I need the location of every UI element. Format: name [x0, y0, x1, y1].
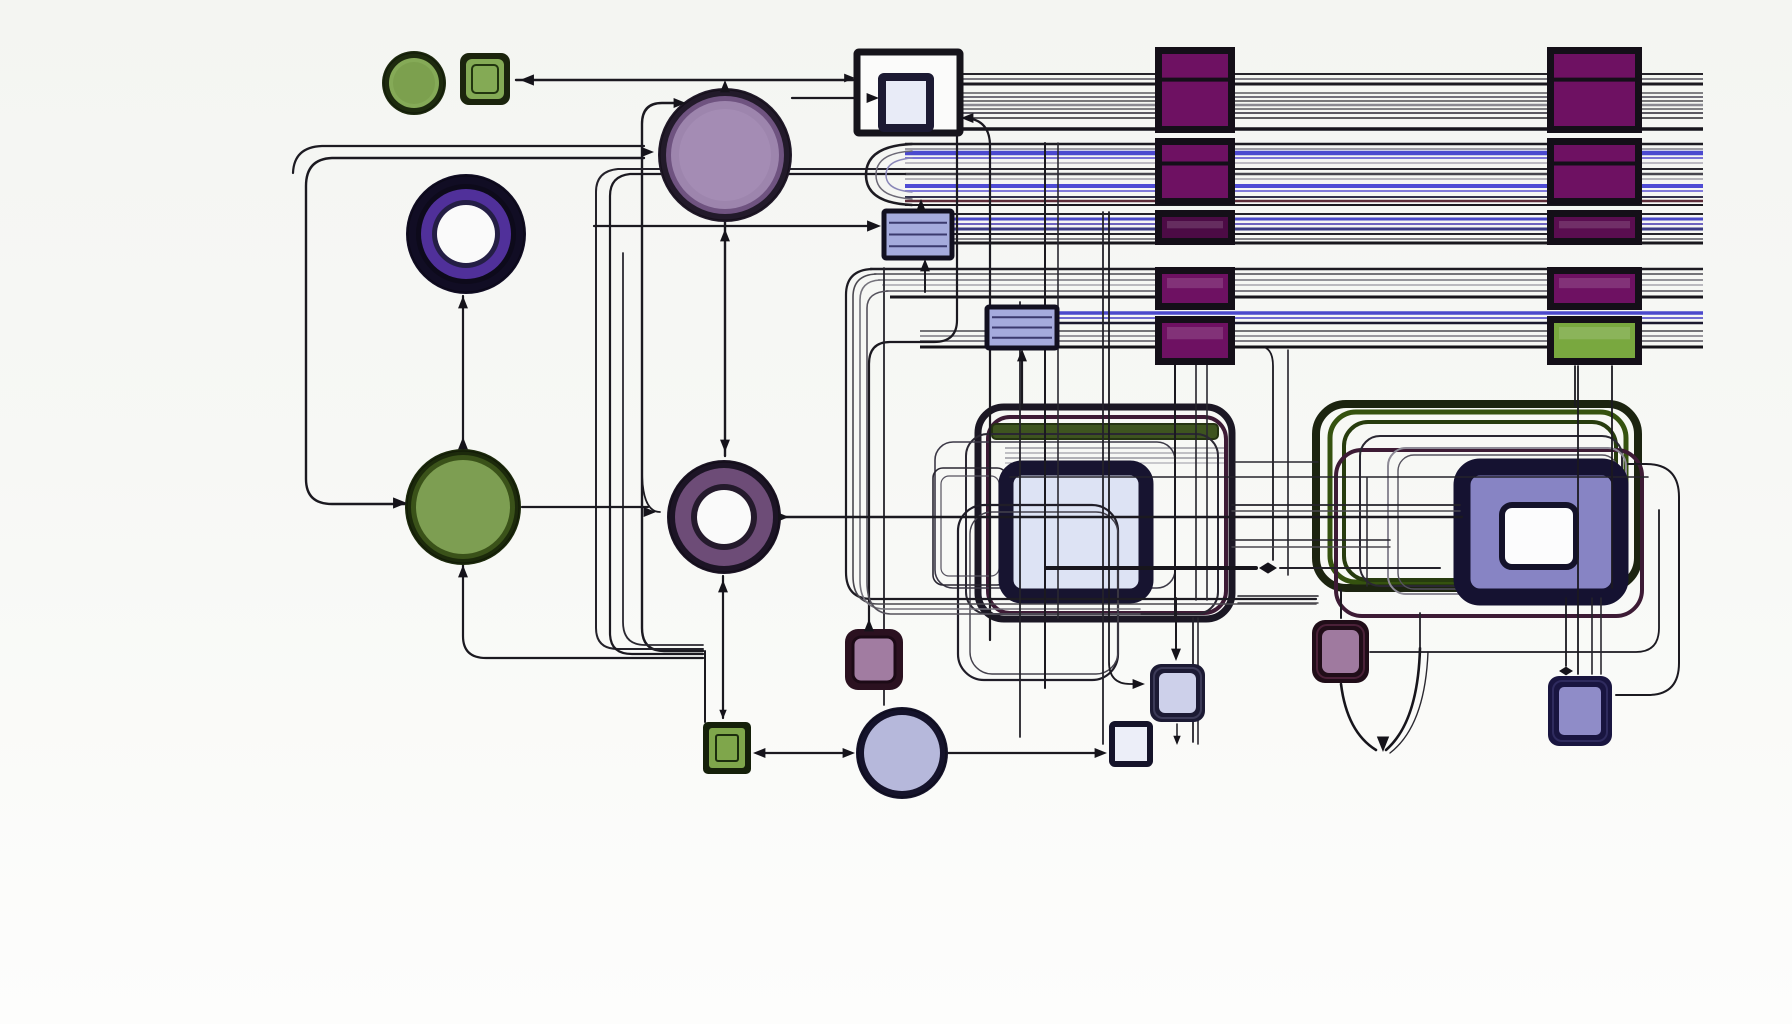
band-left-curl-1 [595, 168, 906, 650]
bus-block-c0-r4-fill [1162, 323, 1228, 358]
arrowhead-right-22 [1094, 748, 1107, 758]
arrowhead-down-28 [1376, 736, 1390, 752]
arrowhead-up-15 [458, 565, 468, 578]
arrowhead-up-18 [718, 580, 728, 593]
vert-1109-to-sqB [1108, 211, 1141, 685]
small-green-square-layer2 [471, 64, 499, 94]
left-rail [304, 156, 646, 506]
arrowhead-left-11 [961, 113, 974, 123]
purple-ring-donut-ring3 [697, 490, 751, 544]
lavender-circle-ring1 [864, 715, 940, 791]
band-left-curl-2 [608, 172, 907, 656]
arrowhead-right-27 [778, 512, 789, 522]
bus-block-c1-r3-fill [1554, 274, 1635, 303]
dark-purple-donut-outline [407, 175, 525, 293]
small-green-square-2-layer1 [709, 728, 745, 768]
arrowhead-left-0 [520, 74, 534, 86]
purple-square-right-layer2 [1559, 687, 1601, 735]
left-cluster-inner-square[interactable] [998, 460, 1154, 604]
bus-block-c1-r3-sheen [1559, 278, 1630, 289]
vert-957-route [867, 131, 959, 628]
large-green-circle-outline [406, 450, 520, 564]
arrowhead-up-16 [458, 437, 468, 450]
white-square-a[interactable] [1109, 721, 1153, 767]
bus-block-c1-r0-fill [1554, 54, 1635, 126]
arrowhead-right-21 [842, 748, 855, 758]
bus-block-c0-r2-fill [1162, 217, 1228, 238]
small-green-square-layer1 [466, 59, 504, 99]
mauve-square-2-layer1 [1316, 624, 1365, 679]
band5-curl-1 [844, 267, 1318, 601]
band5-curl-4 [866, 290, 1141, 615]
bus-block-c0-r0-fill [1162, 54, 1228, 126]
greencircle-bottom-hook [461, 562, 705, 660]
bus-block-c1-r2-sheen [1559, 221, 1630, 229]
arrowhead-right-1 [844, 73, 855, 83]
purple-square-right-layer1 [1552, 680, 1608, 742]
big-purple-circle-ring3 [679, 109, 771, 201]
free-vertical [622, 252, 704, 646]
arrowhead-down-26 [1173, 735, 1181, 745]
right-cluster-maroon[interactable] [1334, 448, 1644, 618]
bus-block-c1-r4-sheen [1559, 327, 1630, 340]
left-cluster-green-band[interactable] [991, 423, 1219, 440]
bus-cap-arc-1 [864, 142, 914, 207]
arrowhead-up-9 [916, 199, 926, 212]
arrowhead-down-25 [1171, 648, 1181, 661]
mauve-square-2-layer2 [1322, 630, 1359, 673]
arrowhead-right-3 [866, 93, 879, 103]
left-cluster-outer[interactable] [974, 403, 1236, 623]
left-rail-hook [291, 144, 646, 175]
arrowhead-right-13 [393, 497, 407, 509]
right-outer-loop [1615, 463, 1680, 696]
arrowhead-down-7 [720, 439, 730, 452]
bus-block-c1-r1-fill [1554, 145, 1635, 198]
arrowhead-up-2 [720, 80, 730, 93]
arrowhead-up-12 [1017, 349, 1027, 362]
arrowhead-left-20 [753, 748, 766, 758]
bus-block-c1-r2-fill [1554, 217, 1635, 238]
small-green-square-2-layer2 [715, 734, 739, 762]
arrowhead-up-23 [864, 619, 874, 632]
dark-purple-donut-ring4 [437, 205, 495, 263]
right-cluster-white-square[interactable] [1499, 502, 1579, 570]
small-green-circle-ring2 [393, 62, 435, 104]
bus-cap-arc-2 [875, 150, 913, 200]
band5-curl-2 [852, 273, 1317, 605]
lavender-circle-outline [857, 708, 947, 798]
bus-block-c0-r4-sheen [1167, 327, 1223, 340]
outline-square-inner[interactable] [878, 73, 934, 132]
merge-v-right-echo [1389, 651, 1429, 754]
arrowhead-right-4 [673, 98, 686, 108]
lavender-square-b-layer2 [1159, 673, 1196, 713]
mauve2-right-loop [1369, 509, 1660, 653]
arrowhead-right-14 [643, 507, 656, 517]
arrowhead-down-19 [719, 709, 727, 719]
arrowhead-up-17 [458, 296, 468, 309]
mauve-square-1-layer1 [851, 635, 897, 684]
bus-block-c1-r4-fill [1554, 323, 1635, 358]
small-green-circle-outline [383, 52, 445, 114]
bus-cap-arc-3 [885, 157, 913, 193]
arrowhead-right-8 [867, 220, 881, 232]
diamond-terminal-0 [1259, 562, 1277, 574]
gap-vert-1272 [1265, 347, 1274, 561]
large-green-circle-ring2 [416, 460, 510, 554]
merge-v-left [1339, 682, 1378, 752]
bus-block-c0-r1-fill [1162, 145, 1228, 198]
bus-block-c0-r3-sheen [1167, 278, 1223, 289]
arrowhead-up-10 [920, 259, 930, 272]
bus-block-c0-r3-fill [1162, 274, 1228, 303]
arrowhead-right-24 [1132, 679, 1145, 689]
donut-feed-curve [641, 469, 661, 513]
lavender-square-b-layer1 [1153, 667, 1202, 719]
bus-block-c0-r2-sheen [1167, 221, 1223, 229]
arrowhead-right-5 [641, 147, 654, 157]
arrowhead-up-6 [720, 229, 730, 242]
diamond-terminal-1 [1559, 666, 1573, 676]
merge-v-right [1384, 646, 1422, 752]
